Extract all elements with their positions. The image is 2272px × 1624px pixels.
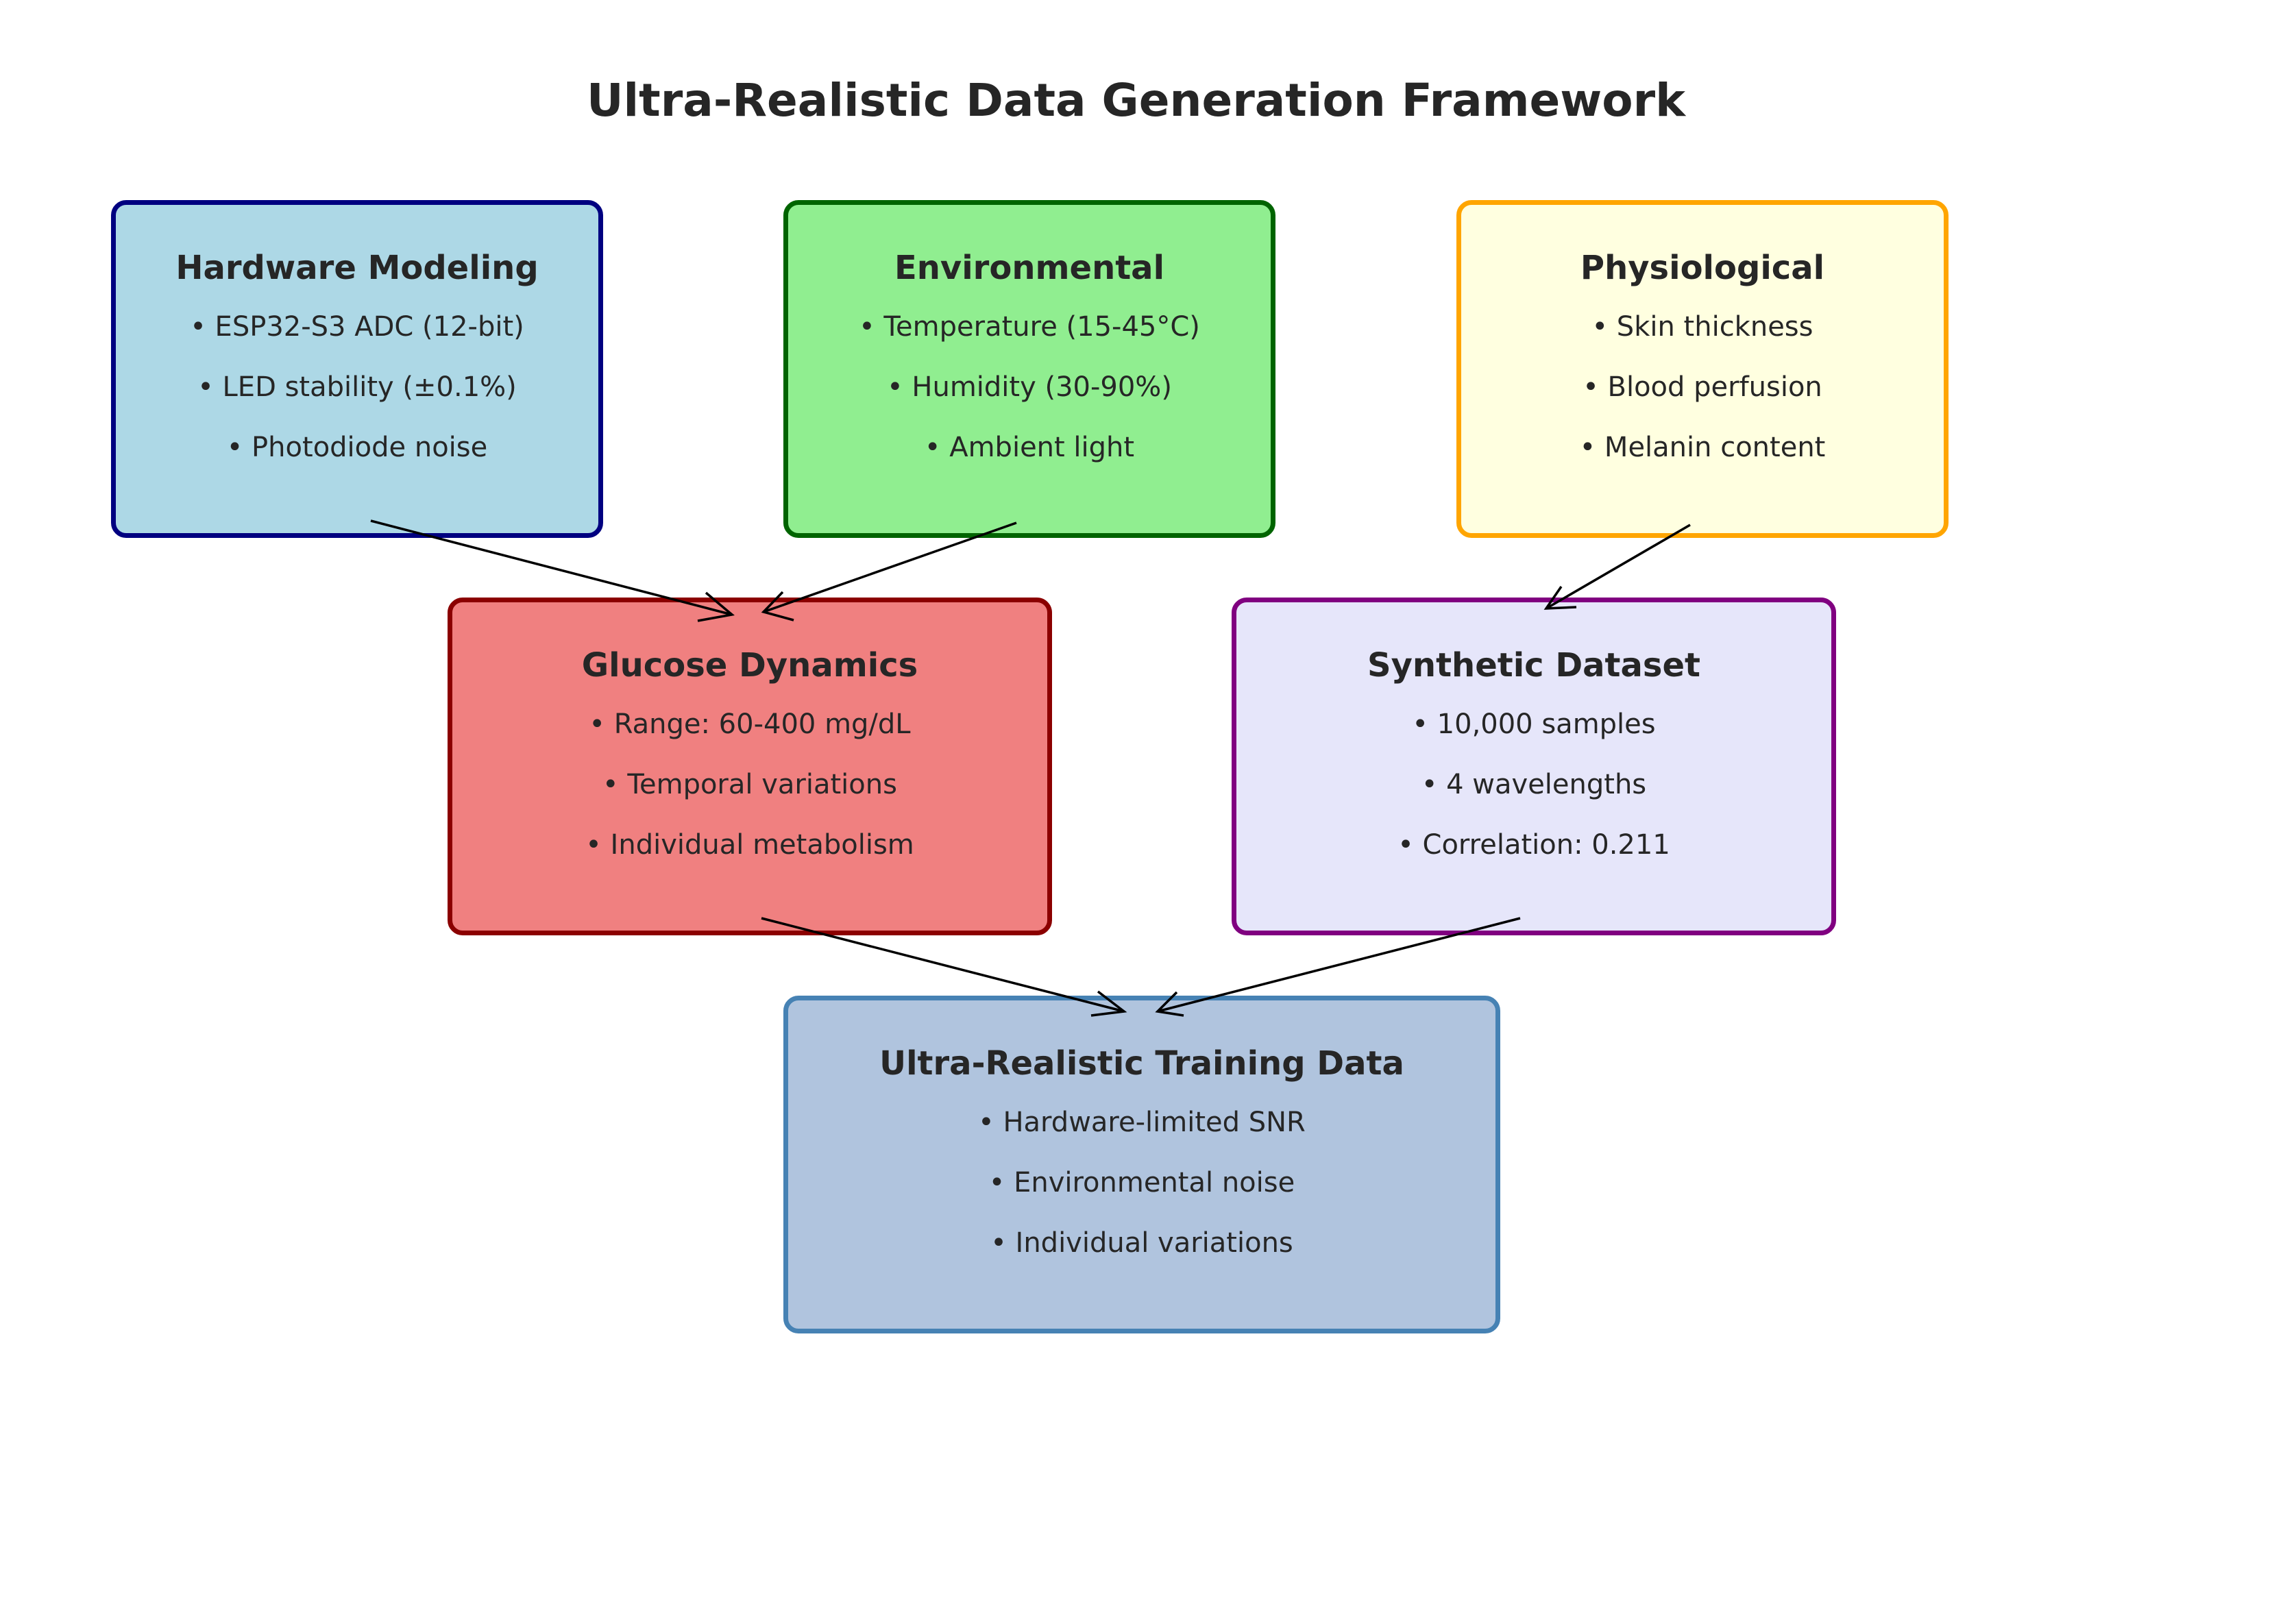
node-training-data: Ultra-Realistic Training Data • Hardware… xyxy=(783,996,1500,1333)
node-item: • Temporal variations xyxy=(602,769,897,800)
node-item: • Individual metabolism xyxy=(585,829,914,861)
node-item: • Melanin content xyxy=(1579,432,1826,463)
node-title: Glucose Dynamics xyxy=(581,646,918,685)
node-item: • 4 wavelengths xyxy=(1421,769,1647,800)
node-title: Hardware Modeling xyxy=(175,249,539,287)
node-item: • Skin thickness xyxy=(1591,311,1813,343)
node-title: Physiological xyxy=(1580,249,1825,287)
node-title: Ultra-Realistic Training Data xyxy=(879,1044,1404,1083)
diagram-title: Ultra-Realistic Data Generation Framewor… xyxy=(586,74,1686,127)
node-title: Environmental xyxy=(894,249,1165,287)
node-item: • Range: 60-400 mg/dL xyxy=(589,709,911,740)
node-title: Synthetic Dataset xyxy=(1367,646,1700,685)
node-item: • Humidity (30-90%) xyxy=(887,371,1172,403)
node-physiological: Physiological • Skin thickness • Blood p… xyxy=(1456,200,1949,538)
node-item: • Blood perfusion xyxy=(1583,371,1822,403)
node-item: • Individual variations xyxy=(990,1227,1293,1259)
node-hardware-modeling: Hardware Modeling • ESP32-S3 ADC (12-bit… xyxy=(111,200,603,538)
node-item: • Hardware-limited SNR xyxy=(978,1107,1306,1138)
node-synthetic-dataset: Synthetic Dataset • 10,000 samples • 4 w… xyxy=(1232,598,1836,935)
node-item: • Ambient light xyxy=(924,432,1135,463)
node-item: • 10,000 samples xyxy=(1412,709,1656,740)
node-item: • ESP32-S3 ADC (12-bit) xyxy=(190,311,524,343)
node-glucose-dynamics: Glucose Dynamics • Range: 60-400 mg/dL •… xyxy=(448,598,1052,935)
node-environmental: Environmental • Temperature (15-45°C) • … xyxy=(783,200,1275,538)
node-item: • Photodiode noise xyxy=(226,432,488,463)
node-item: • LED stability (±0.1%) xyxy=(197,371,517,403)
node-item: • Correlation: 0.211 xyxy=(1397,829,1670,861)
node-item: • Temperature (15-45°C) xyxy=(859,311,1200,343)
node-item: • Environmental noise xyxy=(988,1167,1295,1198)
